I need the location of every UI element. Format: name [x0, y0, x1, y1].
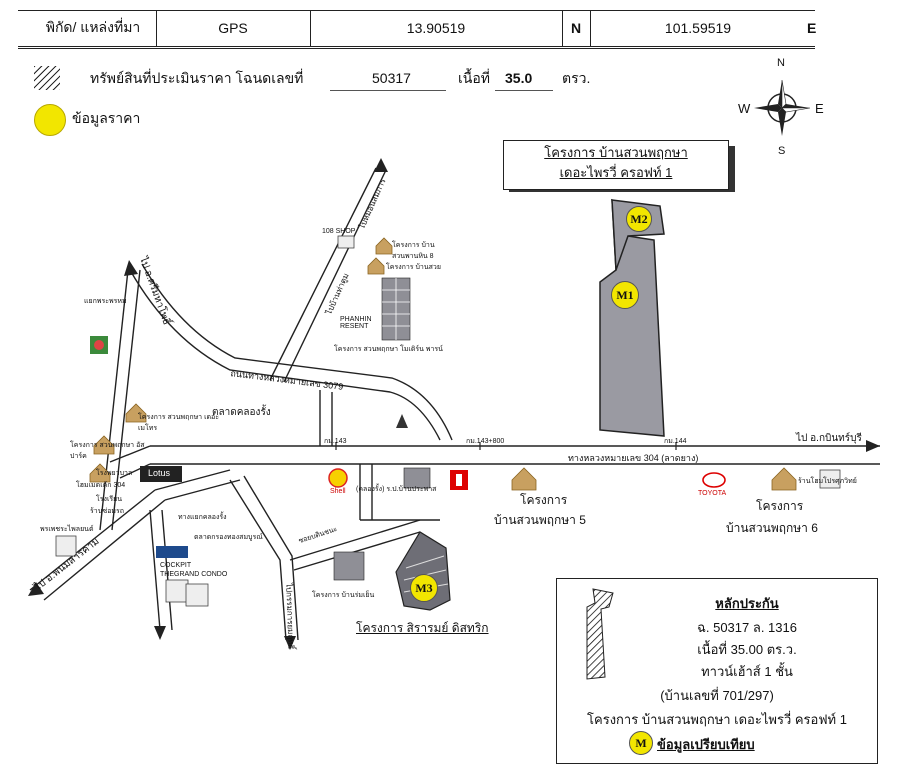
collateral-box: หลักประกัน ฉ. 50317 ล. 1316 เนื้อที่ 35.…	[556, 578, 878, 764]
project-title-line2: เดอะไพรวี่ ครอฟท์ 1	[559, 165, 673, 180]
shell-label: Shell	[330, 488, 346, 495]
project-title-line1: โครงการ บ้านสวนพฤกษา	[544, 145, 688, 160]
cockpit-label: COCKPIT	[160, 562, 192, 569]
compass-e: E	[815, 101, 824, 116]
proj-ban-suay-label: โครงการ บ้านสวย	[386, 264, 441, 271]
thegrand-label: THEGRAND CONDO	[160, 571, 228, 578]
collateral-building: ทาวน์เฮ้าส์ 1 ชั้น	[701, 664, 793, 679]
hospital-label: โรงพยาบาล	[96, 470, 133, 477]
marker-m1-text: M1	[616, 287, 634, 302]
marker-m2: M2	[626, 206, 652, 232]
collateral-area: เนื้อที่ 35.00 ตร.ว.	[697, 642, 797, 657]
longitude-value: 101.59519	[590, 10, 806, 46]
proj-label6: โครงการ	[756, 499, 804, 513]
shop108-label: 108 SHOP	[322, 228, 356, 235]
compass-n: N	[777, 57, 785, 69]
area-label: เนื้อที่	[458, 70, 490, 86]
temple-icon	[396, 414, 408, 428]
road-304-label: ทางหลวงหมายเลข 304 (ลาดยาง)	[568, 453, 699, 463]
marker-m3-text: M3	[415, 580, 433, 595]
proj-bantorn-label: โครงการ บ้านร่มเย็น	[312, 592, 375, 599]
project-title-box: โครงการ บ้านสวนพฤกษา เดอะไพรวี่ ครอฟท์ 1	[503, 140, 729, 190]
compare-label: ข้อมูลเปรียบเทียบ	[657, 737, 755, 752]
lotus-sign-icon	[140, 466, 182, 482]
compass-icon	[754, 79, 811, 136]
latitude-value: 13.90519	[310, 10, 563, 46]
cockpit-icon	[156, 546, 188, 558]
toyota-label: TOYOTA	[698, 490, 727, 497]
lotus-label: Lotus	[148, 468, 171, 478]
gps-text: GPS	[218, 20, 248, 36]
school-label: โรงเรียน	[96, 496, 122, 503]
collateral-title: หลักประกัน	[715, 596, 779, 611]
to-kabin-label: ไป อ.กบินทร์บุรี	[796, 433, 862, 444]
proj-psuan5-label: บ้านสวนพฤกษา 5	[494, 513, 586, 527]
latitude-text: 13.90519	[406, 20, 466, 36]
proj-left2-label: โครงการ สวนพฤกษา อัสปาร์ค	[70, 442, 145, 460]
shell-text-label: (คลองรั้ง) ร.ป.บ้านประพาส	[356, 486, 437, 493]
gps-source: GPS	[156, 10, 311, 46]
deed-number: 50317	[372, 70, 411, 86]
market2-label: ตลาดกรองทองสมบูรณ์	[194, 534, 263, 541]
area-value: 35.0	[505, 70, 533, 86]
intersection-label: แยกพระพรหม	[84, 298, 127, 305]
km144-label: กม.144	[664, 438, 687, 445]
intersection2-label: ทางแยกคลองรั้ง	[178, 514, 227, 521]
compare-marker-icon: M	[629, 731, 653, 755]
area-unit: ตรว.	[562, 70, 591, 86]
proj-metro-label: โครงการ สวนพฤกษา เดอะเมโทร	[138, 414, 219, 432]
collateral-house-no: (บ้านเลขที่ 701/297)	[660, 688, 774, 703]
toyota-logo-icon	[702, 472, 726, 488]
km143-label: กม.143	[324, 438, 347, 445]
price-info-dot	[34, 104, 66, 136]
compare-marker-text: M	[635, 735, 647, 750]
coord-source-label: พิกัด/ แหล่งที่มา	[30, 10, 157, 46]
collateral-project: โครงการ บ้านสวนพฤกษา เดอะไพรวี่ ครอฟท์ 1	[587, 712, 847, 727]
shell-logo-icon	[328, 468, 348, 488]
lat-dir-text: N	[570, 20, 582, 36]
shop-right-label: ร้านโฮมโปรศุภวิทย์	[798, 478, 857, 485]
marker-m2-text: M2	[630, 211, 648, 226]
shop304-label: โฮมเมดเค้ก 304	[76, 482, 126, 489]
compass-w: W	[738, 101, 751, 116]
marker-m1: M1	[611, 281, 639, 309]
km143-800-label: กม.143+800	[466, 438, 505, 445]
lon-dir: E	[807, 20, 817, 36]
dental-label: ร้านซ่อมรถ	[90, 508, 125, 515]
lat-dir: N	[562, 10, 591, 46]
market-label: ตลาดคลองรั้ง	[212, 407, 271, 418]
to-south-label: ไปกรรมการยมฤทธิ์	[284, 582, 296, 650]
collateral-deed: ฉ. 50317 ล. 1316	[697, 620, 797, 635]
marker-m3: M3	[410, 574, 438, 602]
proj-sirarom-label: โครงการ สิรารมย์ ดิสทริก	[356, 621, 489, 635]
phanhin-label: PHANHIN RESENT	[340, 316, 372, 330]
compass-s: S	[778, 145, 786, 157]
price-info-label: ข้อมูลราคา	[72, 110, 141, 126]
hatch-legend-icon	[34, 66, 60, 90]
longitude-text: 101.59519	[664, 20, 732, 36]
property-label: ทรัพย์สินที่ประเมินราคา โฉนดเลขที่	[90, 70, 304, 86]
proj-kha-suan-label: โครงการ บ้านสวนพานหิน 8	[392, 242, 435, 260]
proj-modern-label: โครงการ สวนพฤกษา โมเดิร์น พารน์	[334, 346, 443, 353]
collateral-hatch-icon	[586, 588, 614, 680]
coord-label-text: พิกัด/ แหล่งที่มา	[45, 19, 141, 35]
left-text-label: พรเพชระไพลยนต์	[40, 526, 94, 533]
proj-label5: โครงการ	[520, 493, 568, 507]
proj-psuan6-label: บ้านสวนพฤกษา 6	[726, 521, 818, 535]
